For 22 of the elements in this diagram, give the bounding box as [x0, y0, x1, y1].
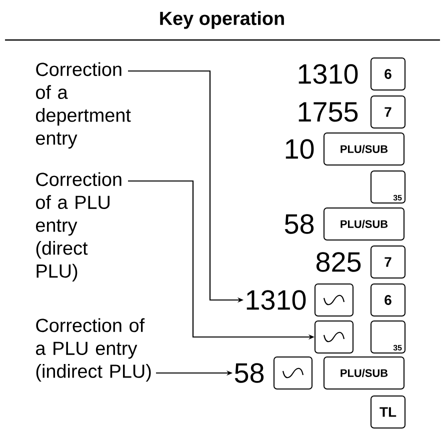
key: 7: [370, 246, 406, 278]
entry-number: 58: [234, 363, 264, 383]
entry-number: 1755: [298, 102, 358, 122]
key: 6: [370, 284, 406, 316]
key: [314, 320, 354, 354]
key: 7: [370, 96, 406, 128]
key: [314, 284, 354, 316]
heading: Key operation: [160, 11, 284, 29]
key: [274, 356, 312, 390]
entry-number: 1310: [246, 290, 306, 310]
key: PLU/SUB: [324, 132, 404, 166]
description-text: Correction of a depertment entry: [36, 62, 131, 149]
entry-number: 1310: [298, 64, 358, 84]
key: 6: [370, 58, 406, 90]
key: PLU/SUB: [324, 356, 404, 390]
entry-number: 58: [284, 214, 314, 234]
entry-number: 825: [316, 252, 361, 272]
key: PLU/SUB: [324, 208, 404, 240]
entry-number: 10: [286, 139, 314, 159]
description-text: Correction of a PLU entry (indirect PLU): [36, 318, 151, 382]
key: TL: [370, 396, 406, 428]
description-text: Correction of a PLU entry (direct PLU): [36, 172, 122, 282]
